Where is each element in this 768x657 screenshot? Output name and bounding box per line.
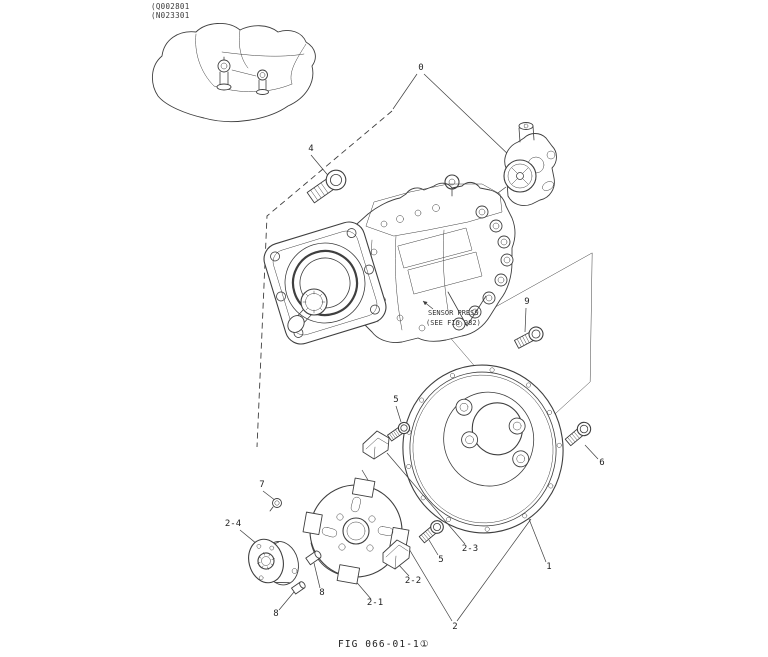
bolt-6-drawing [563, 419, 594, 449]
flywheel-rim-holes [395, 360, 572, 542]
pump-mounting-flange [260, 218, 390, 348]
dashed-group-boundary [257, 111, 392, 447]
catalog-code-1: (Q002801 [151, 2, 190, 11]
leader-2-3 [387, 453, 465, 544]
pump-splined-shaft [284, 289, 327, 336]
callout-label-2-1: 2-1 [367, 598, 383, 608]
sensor-arrow [423, 301, 433, 309]
figure-caption: FIG 066-01-1① [338, 639, 430, 650]
bolt-9-drawing [512, 323, 547, 352]
callout-label-0: 0 [418, 63, 423, 73]
sensor-note-line1: SENSOR PRESS [428, 309, 479, 317]
bolt-4-drawing [304, 165, 351, 207]
callout-label-8a: 8 [319, 588, 324, 598]
catalog-code-2: (N023301 [151, 11, 190, 20]
pump-location-marker-left [217, 57, 231, 90]
callout-label-1: 1 [546, 562, 551, 572]
callout-label-6: 6 [599, 458, 604, 468]
sensor-pointer-lines [448, 292, 486, 326]
callout-label-5a: 5 [393, 395, 398, 405]
pump-valve-fittings [453, 206, 513, 330]
pump-assembly-drawing [260, 175, 515, 348]
hub-drawing [244, 532, 303, 593]
callout-labels: 0 4 9 5 6 7 2-4 2-3 5 2-2 8 2-1 8 1 2 [225, 63, 605, 632]
leader-1 [529, 519, 546, 562]
callout-label-2-3: 2-3 [462, 544, 478, 554]
sensor-note: SENSOR PRESS (SEE FIG 982) [426, 309, 481, 327]
flywheel-drawing [392, 355, 574, 544]
callout-label-2-2: 2-2 [405, 576, 421, 586]
plug-8-right-drawing [306, 550, 322, 565]
rubber-element-2-3 [363, 431, 389, 459]
callout-label-8b: 8 [273, 609, 278, 619]
pump-location-marker-right [232, 70, 269, 95]
machine-location-thumbnail [152, 23, 315, 121]
catalog-codes: (Q002801 (N023301 [151, 2, 190, 20]
bolt-5-lower-drawing [417, 517, 447, 546]
nut-7-drawing [270, 499, 282, 512]
callout-label-9: 9 [524, 297, 529, 307]
callout-label-2-4: 2-4 [225, 519, 241, 529]
flywheel-bolts [455, 391, 531, 474]
callout-label-4: 4 [308, 144, 313, 154]
callout-label-5b: 5 [438, 555, 443, 565]
callout-label-7: 7 [259, 480, 264, 490]
sensor-note-line2: (SEE FIG 982) [426, 319, 481, 327]
gear-pump-drawing [504, 123, 557, 206]
callout-label-2: 2 [452, 622, 457, 632]
plug-8-left-drawing [292, 581, 307, 594]
rubber-element-2-2 [383, 540, 410, 569]
